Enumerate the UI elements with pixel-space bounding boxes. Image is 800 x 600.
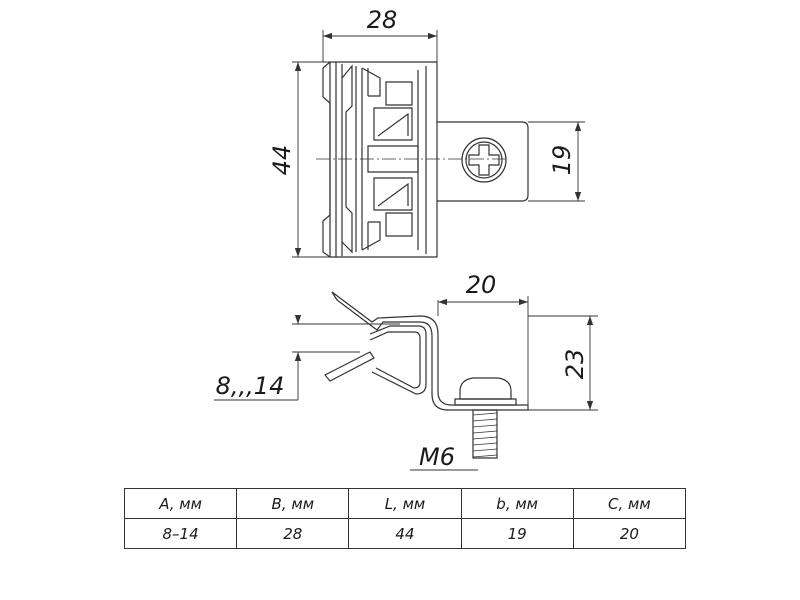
table-header-cell: A, мм: [123, 488, 238, 519]
spec-table: A, мм B, мм L, мм b, мм C, мм 8–14 28 44…: [123, 488, 687, 549]
slot: [385, 212, 413, 237]
tab-height-label: 19: [548, 145, 576, 176]
table-cell: 28: [236, 518, 350, 549]
top-width-label: 28: [367, 6, 398, 34]
table-header-cell: b, мм: [460, 488, 574, 519]
side-tab: [437, 121, 529, 202]
top-view: [316, 61, 529, 258]
clamp-range-label: 8,,,14: [216, 372, 285, 400]
bolt-size-label: M6: [419, 443, 455, 471]
table-cell: 19: [460, 518, 574, 549]
clip-profile: [331, 291, 529, 411]
side-height-label: 23: [561, 349, 589, 380]
side-view: [324, 291, 529, 459]
table-cell: 20: [572, 518, 687, 549]
table-cell: 44: [348, 518, 462, 549]
top-dimensions: [292, 30, 585, 258]
slot: [385, 81, 413, 106]
table-row: 8–14 28 44 19 20: [123, 518, 687, 549]
screw-shank: [472, 409, 498, 459]
triangle-tab-lower: [373, 177, 413, 211]
triangle-tab-upper: [373, 107, 413, 141]
table-header-cell: L, мм: [348, 488, 462, 519]
table-header-cell: B, мм: [236, 488, 350, 519]
left-rail: [322, 61, 331, 258]
screw-head-side: [459, 377, 512, 400]
side-dimensions: [214, 296, 598, 471]
table-header-cell: C, мм: [572, 488, 687, 519]
side-width-label: 20: [466, 271, 497, 299]
table-header-row: A, мм B, мм L, мм b, мм C, мм: [123, 488, 687, 519]
top-height-label: 44: [268, 145, 296, 176]
screw-head-icon: [461, 137, 507, 183]
table-cell: 8–14: [123, 518, 238, 549]
